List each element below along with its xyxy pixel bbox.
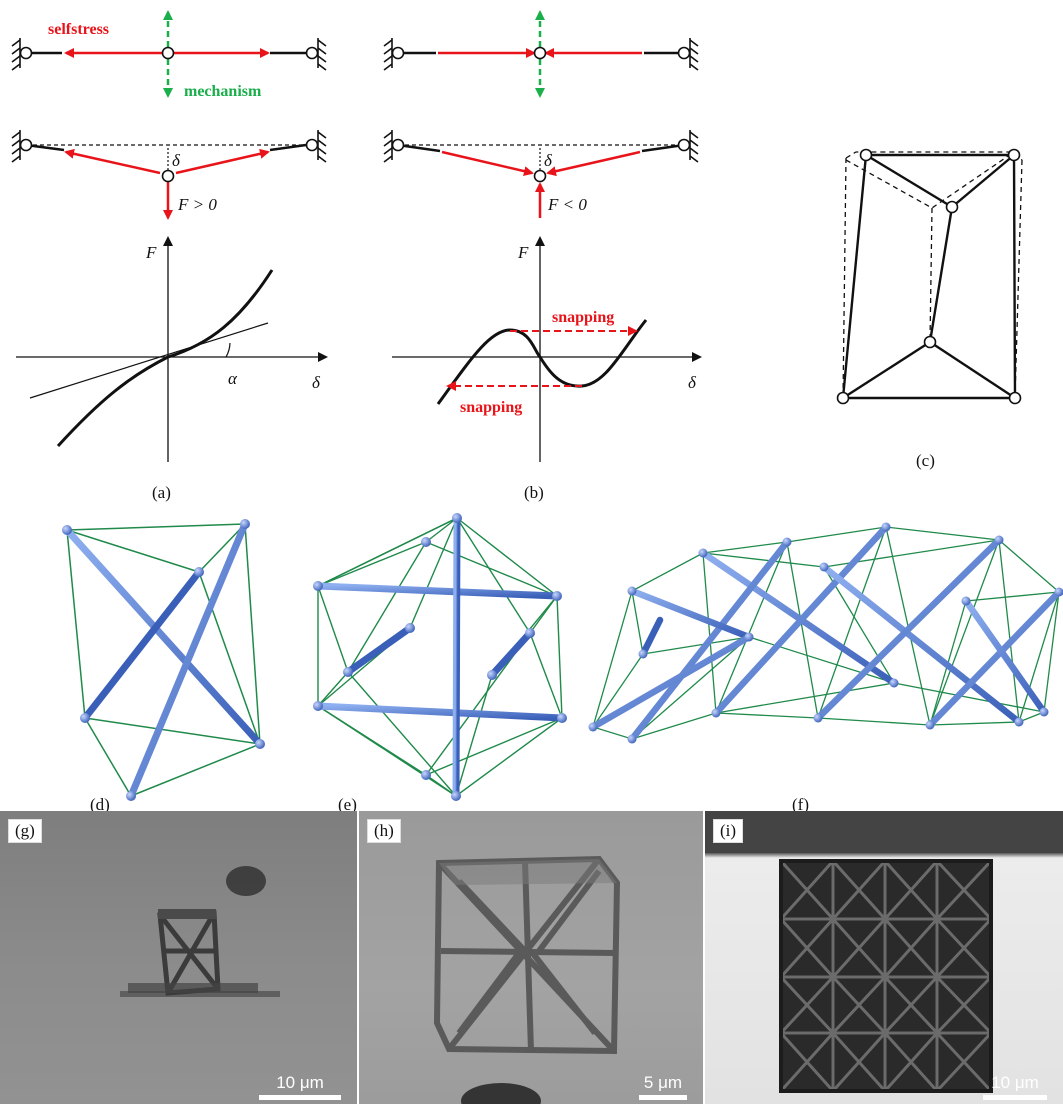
label-b: (b) [524,483,544,502]
label-e: (e) [338,795,357,814]
label-f: (f) [792,795,809,814]
panel-c [836,148,1023,405]
sem-panel-i: (i) 10 μm [705,811,1063,1104]
scalebar-h: 5 μm [639,1073,687,1100]
sem-image-g [120,866,280,997]
selfstress-label: selfstress [48,21,109,38]
wall-support-right [317,38,327,71]
axis-delta-b: δ [688,373,697,392]
sem-image-h [433,855,621,1104]
scalebar-h-text: 5 μm [643,1073,683,1092]
label-g: (g) [8,819,42,843]
force-positive-label: F > 0 [177,195,217,214]
label-c: (c) [916,451,935,470]
sem-panel-h: (h) 5 μm [359,811,703,1104]
sem-image-i [705,811,1063,1093]
alpha-label: α [228,369,238,388]
delta-label-b: δ [544,151,553,170]
panel-d-tensegrity [62,519,265,801]
panel-b: δ F < 0 F δ snapping snapping (b) [383,10,702,502]
wall-support-left [11,38,21,71]
delta-label-a: δ [172,151,181,170]
label-h: (h) [367,819,401,843]
wall-support-right-2 [317,130,327,163]
label-a: (a) [152,483,171,502]
label-d: (d) [90,795,110,814]
scalebar-g: 10 μm [259,1073,341,1100]
sem-panel-g: (g) 10 μm [0,811,357,1104]
axis-delta-a: δ [312,373,321,392]
snapping-label-bottom: snapping [460,399,522,416]
scalebar-i-text: 10 μm [991,1073,1039,1092]
panel-e-tensegrity [313,513,567,801]
axis-F-b: F [517,243,529,262]
wall-support-left-2 [11,130,21,163]
mechanism-label: mechanism [184,83,262,100]
curve-snapping [436,319,648,405]
curve-stiffening [56,269,274,448]
label-i: (i) [713,819,744,843]
panel-f-tensegrity [588,522,1063,744]
snapping-label-top: snapping [552,309,614,326]
panel-a: selfstress mechanism δ F > 0 F δ [11,10,328,502]
axis-F-a: F [145,243,157,262]
tangent-line [29,322,269,399]
scalebar-g-text: 10 μm [276,1073,324,1092]
scalebar-i: 10 μm [983,1073,1047,1100]
force-negative-label: F < 0 [547,195,587,214]
